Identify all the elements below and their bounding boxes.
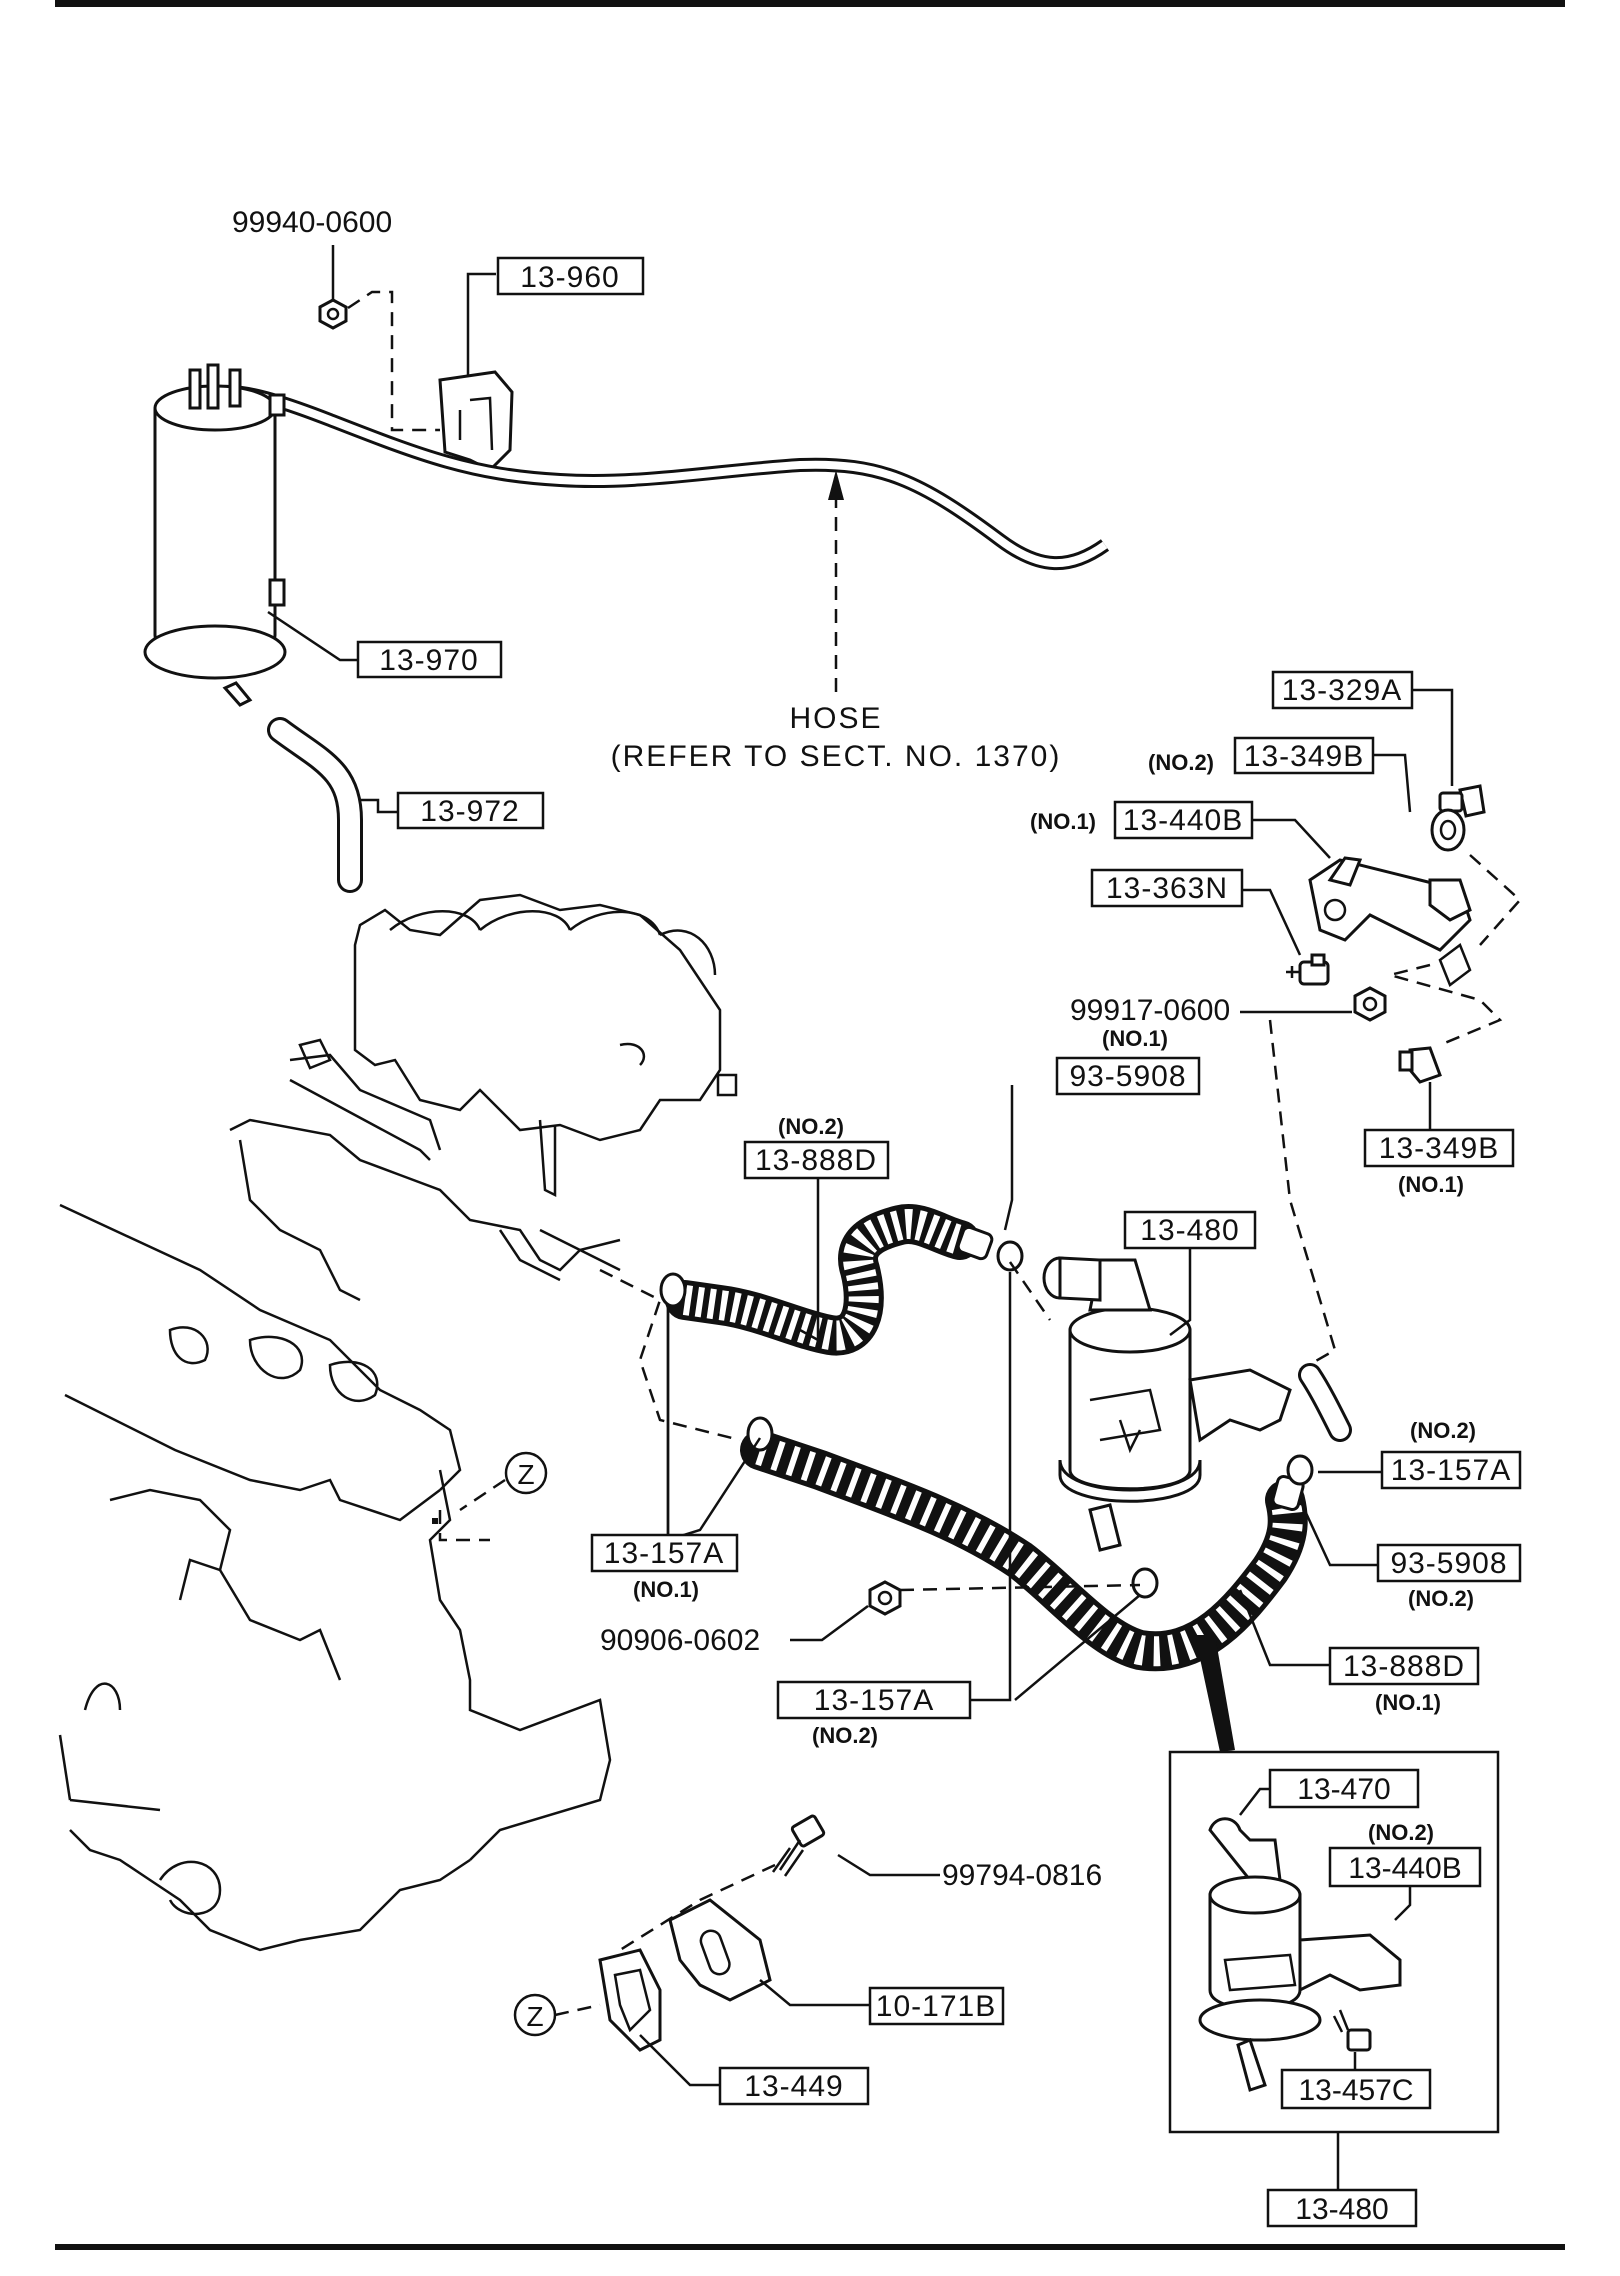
bolt-99794-0816 (771, 1814, 826, 1877)
box-13-363n (1090, 868, 1244, 908)
grommet-13-349b-no2 (1430, 808, 1466, 852)
box-13-157a-bottom (776, 1680, 972, 1720)
label-no2-93-5908-right: (NO.2) (1408, 1586, 1474, 1611)
label-13-157a-left: 13-157A (604, 1537, 724, 1570)
valve-13-363n (1286, 953, 1330, 986)
inset-valve-13-480 (1198, 1817, 1402, 2092)
label-inset-13-480: 13-480 (1295, 2193, 1388, 2226)
hose-arrow (828, 470, 844, 500)
engine-block (58, 1203, 612, 1952)
label-99917-0600: 99917-0600 (1070, 994, 1230, 1027)
plate-10-171b (668, 1898, 772, 2002)
label-90906-0602: 90906-0602 (600, 1624, 760, 1657)
box-inset-13-480 (1266, 2188, 1418, 2228)
label-no2-13-888d: (NO.2) (778, 1114, 844, 1139)
top-border-rule (55, 0, 1565, 7)
label-13-157a-bottom: 13-157A (814, 1684, 934, 1717)
box-13-449 (718, 2066, 870, 2106)
clamp-13-157a-e (1286, 1454, 1314, 1486)
label-13-157a-right: 13-157A (1391, 1454, 1511, 1487)
inset-bolt-13-457c (1332, 2009, 1372, 2052)
box-13-157a-right (1380, 1450, 1522, 1490)
label-13-363n: 13-363N (1106, 872, 1228, 905)
label-13-349b-no1: 13-349B (1379, 1132, 1499, 1165)
label-inset-13-440b: 13-440B (1348, 1852, 1461, 1885)
label-no2-13-157a-bottom: (NO.2) (812, 1723, 878, 1748)
box-13-972 (396, 791, 545, 830)
corrugated-hose-13-888d-no1 (740, 1430, 1308, 1672)
grommet-13-349b-no1 (1398, 1046, 1442, 1084)
box-13-480-top (1123, 1210, 1257, 1250)
label-inset-13-457c: 13-457C (1298, 2074, 1413, 2107)
box-93-5908-right (1376, 1543, 1522, 1583)
bracket-13-440b-no1 (1308, 856, 1472, 987)
corrugated-hose-13-888d-no2 (665, 1204, 994, 1356)
bottom-border-rule (55, 2244, 1565, 2250)
clamp-13-157a-a (659, 1272, 687, 1308)
box-13-329a (1271, 670, 1414, 710)
clamp-13-157a-b (746, 1416, 774, 1452)
bracket-13-960 (438, 370, 514, 472)
inset-frame (1168, 1750, 1500, 2134)
label-13-349b-no2: 13-349B (1244, 740, 1364, 773)
svg-text:Z: Z (526, 2001, 543, 2032)
box-13-960 (496, 256, 645, 296)
box-13-888d-bottom (1328, 1646, 1480, 1686)
z-marker-top: Z (504, 1451, 548, 1495)
label-no1-13-440b: (NO.1) (1030, 809, 1096, 834)
box-13-970 (356, 640, 503, 679)
intake-manifold (229, 893, 738, 1302)
vent-valve-13-480 (1042, 1256, 1292, 1552)
box-inset-13-457c (1280, 2068, 1432, 2110)
label-13-440b-no1: 13-440B (1123, 804, 1243, 837)
label-no2-13-349b: (NO.2) (1148, 750, 1214, 775)
label-no1-13-157a-left: (NO.1) (633, 1577, 699, 1602)
box-13-888d-top (743, 1140, 890, 1180)
label-13-449: 13-449 (744, 2070, 843, 2103)
nut-90906-0602 (868, 1580, 902, 1616)
label-no2-13-157a-right: (NO.2) (1410, 1418, 1476, 1443)
label-99794-0816: 99794-0816 (942, 1859, 1102, 1892)
box-13-157a-left (590, 1533, 739, 1573)
z-marker-bottom: Z (513, 1993, 557, 2037)
label-13-480-top: 13-480 (1140, 1214, 1239, 1247)
label-13-888d-top: 13-888D (755, 1144, 877, 1177)
label-99940-0600: 99940-0600 (232, 206, 392, 239)
box-inset-13-470 (1268, 1768, 1420, 1809)
label-inset-13-470: 13-470 (1297, 1773, 1390, 1806)
box-13-440b-no1 (1113, 800, 1254, 840)
label-no1-13-349b: (NO.1) (1398, 1172, 1464, 1197)
label-13-329a: 13-329A (1282, 674, 1402, 707)
nut-99917-0600 (1353, 986, 1387, 1022)
label-13-970: 13-970 (379, 644, 478, 677)
clamp-13-157a-d (1131, 1567, 1159, 1599)
label-93-5908-top: 93-5908 (1069, 1060, 1186, 1093)
label-inset-no2: (NO.2) (1368, 1820, 1434, 1845)
inset-pointer (1195, 1635, 1235, 1752)
clamp-13-157a-c (996, 1240, 1024, 1272)
label-13-960: 13-960 (520, 261, 619, 294)
box-13-349b-no1 (1363, 1128, 1515, 1168)
box-10-171b (868, 1986, 1005, 2026)
label-93-5908-right: 93-5908 (1390, 1547, 1507, 1580)
hose-note-title: HOSE (789, 702, 882, 735)
box-93-5908-top (1055, 1056, 1201, 1096)
box-inset-13-440b (1328, 1846, 1482, 1888)
box-13-349b-no2 (1233, 736, 1375, 775)
label-no1-13-888d-bottom: (NO.1) (1375, 1690, 1441, 1715)
hose-note-reference: (REFER TO SECT. NO. 1370) (611, 740, 1062, 773)
label-13-972: 13-972 (420, 795, 519, 828)
label-10-171b: 10-171B (876, 1990, 996, 2023)
label-no1-99917-0600: (NO.1) (1102, 1026, 1168, 1051)
canister-13-970 (143, 363, 287, 707)
nut-99940-0600 (318, 298, 348, 330)
label-13-888d-bottom: 13-888D (1343, 1650, 1465, 1683)
gasket-13-449 (598, 1948, 662, 2052)
svg-text:Z: Z (517, 1459, 534, 1490)
